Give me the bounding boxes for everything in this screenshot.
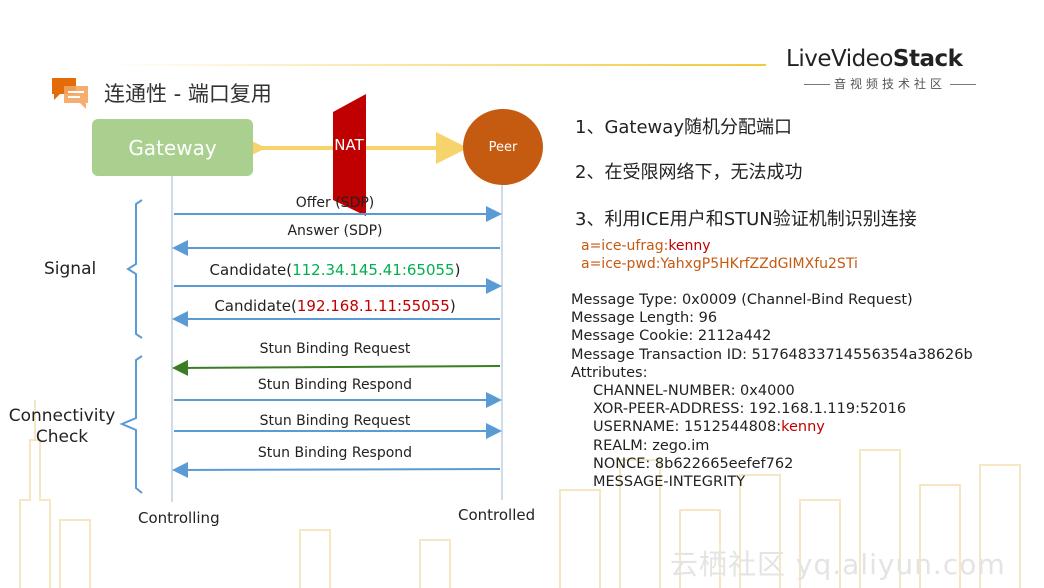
stun-attr-channel-number: CHANNEL-NUMBER: 0x4000: [593, 383, 795, 400]
point-1: 1、Gateway随机分配端口: [575, 117, 792, 138]
message-candidate-public: Candidate(112.34.145.41:65055): [170, 261, 500, 279]
candidate-private-address: 192.168.1.11:55055: [296, 297, 450, 315]
stun-attr-username: USERNAME: 1512544808:kenny: [571, 418, 1039, 436]
message-stun-request-2: Stun Binding Request: [259, 413, 411, 429]
brand-subtitle: 音视频技术社区: [792, 75, 988, 92]
connectivity-label-line1: Connectivity: [8, 406, 116, 426]
sequence-diagram: [119, 94, 503, 502]
connectivity-label-line2: Check: [35, 427, 89, 447]
controlling-label: Controlling: [138, 509, 220, 527]
candidate-prefix: Candidate(: [214, 297, 297, 315]
ice-ufrag-value: kenny: [668, 238, 711, 254]
ice-pwd-line: a=ice-pwd:YahxgP5HKrfZZdGIMXfu2STi: [581, 256, 858, 272]
stun-attr-nonce: NONCE: 8b622665eefef762: [593, 455, 794, 472]
brand-name-bold: Stack: [892, 46, 963, 72]
message-offer: Offer (SDP): [295, 195, 375, 211]
skyline-background: [19, 400, 1021, 588]
stun-attributes-label: Attributes:: [571, 364, 648, 381]
message-answer: Answer (SDP): [287, 223, 383, 239]
stun-attr-xor-peer-address: XOR-PEER-ADDRESS: 192.168.1.119:52016: [593, 401, 907, 418]
candidate-public-address: 112.34.145.41:65055: [292, 261, 455, 279]
nat-label: NAT: [334, 136, 364, 154]
peer-node: Peer: [463, 109, 543, 185]
stun-message-length: Message Length: 96: [571, 310, 718, 327]
controlled-label: Controlled: [458, 506, 536, 524]
brand-name-light: LiveVideo: [786, 46, 893, 72]
ice-ufrag-key: a=ice-ufrag:: [581, 238, 669, 254]
stun-attr-integrity: MESSAGE-INTEGRITY: [593, 474, 746, 491]
signal-bracket: [126, 199, 143, 339]
point-2: 2、在受限网络下，无法成功: [575, 162, 803, 183]
arrow-stun-respond-2: [172, 461, 501, 478]
candidate-prefix: Candidate(: [209, 261, 293, 279]
candidate-suffix: ): [454, 261, 461, 279]
watermark: 云栖社区 yq.aliyun.com: [670, 548, 1006, 581]
nat-shape: [333, 94, 366, 216]
ice-pwd-key: a=ice-pwd:: [581, 256, 661, 272]
stun-message-block: Message Type: 0x0009 (Channel-Bind Reque…: [571, 291, 1039, 491]
arrow-stun-request-1: [172, 359, 501, 376]
stun-username-prefix: USERNAME: 1512544808:: [593, 419, 782, 436]
ice-ufrag-line: a=ice-ufrag:kenny: [581, 238, 711, 254]
message-stun-respond-1: Stun Binding Respond: [257, 377, 413, 393]
message-candidate-private: Candidate(192.168.1.11:55055): [170, 297, 500, 315]
gateway-node: Gateway: [92, 119, 253, 176]
stun-message-cookie: Message Cookie: 2112a442: [571, 328, 772, 345]
signal-label: Signal: [44, 259, 97, 279]
ice-pwd-value: YahxgP5HKrfZZdGIMXfu2STi: [660, 256, 858, 272]
stun-message-type: Message Type: 0x0009 (Channel-Bind Reque…: [571, 292, 913, 308]
message-stun-request-1: Stun Binding Request: [259, 341, 411, 357]
title-underline: [100, 64, 766, 66]
brand-logo: LiveVideoStack: [786, 46, 963, 72]
connectivity-bracket: [119, 355, 143, 494]
chat-bubbles-icon: [52, 78, 88, 109]
stun-username-value: kenny: [781, 419, 825, 436]
candidate-suffix: ): [449, 297, 456, 315]
stun-attr-realm: REALM: zego.im: [593, 437, 710, 454]
message-stun-respond-2: Stun Binding Respond: [257, 445, 413, 461]
slide-title: 连通性 - 端口复用: [104, 82, 272, 106]
point-3: 3、利用ICE用户和STUN验证机制识别连接: [575, 209, 917, 230]
stun-message-transaction: Message Transaction ID: 5176483371455635…: [571, 346, 973, 363]
